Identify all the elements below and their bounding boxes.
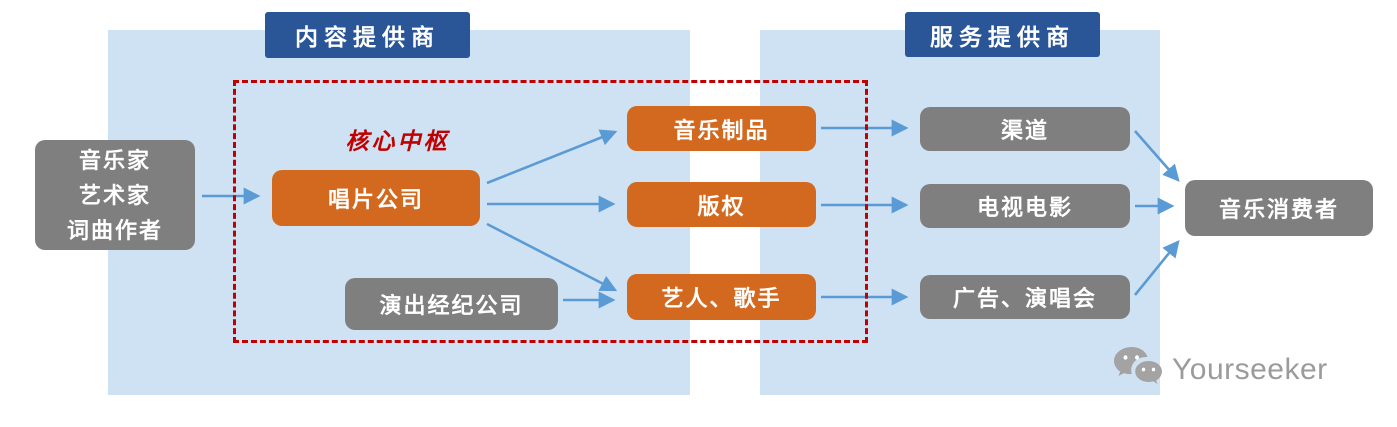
header-content-provider: 内容提供商 bbox=[265, 12, 470, 58]
node-ads-concerts: 广告、演唱会 bbox=[920, 275, 1130, 319]
node-record-company: 唱片公司 bbox=[272, 170, 480, 226]
node-music-consumers: 音乐消费者 bbox=[1185, 180, 1373, 236]
wechat-icon bbox=[1112, 345, 1164, 394]
node-copyright: 版权 bbox=[627, 182, 816, 227]
core-hub-label: 核心中枢 bbox=[345, 128, 450, 154]
watermark-brand: Yourseeker bbox=[1172, 352, 1328, 386]
node-channels: 渠道 bbox=[920, 107, 1130, 151]
node-artists-singers: 艺人、歌手 bbox=[627, 274, 816, 320]
node-performance-agency: 演出经纪公司 bbox=[345, 278, 558, 330]
node-music-products: 音乐制品 bbox=[627, 106, 816, 151]
node-creators: 音乐家 艺术家 词曲作者 bbox=[35, 140, 195, 250]
core-hub-frame bbox=[233, 80, 868, 343]
node-tv-film: 电视电影 bbox=[920, 184, 1130, 228]
watermark: Yourseeker bbox=[1112, 345, 1328, 394]
header-service-provider: 服务提供商 bbox=[905, 12, 1100, 57]
